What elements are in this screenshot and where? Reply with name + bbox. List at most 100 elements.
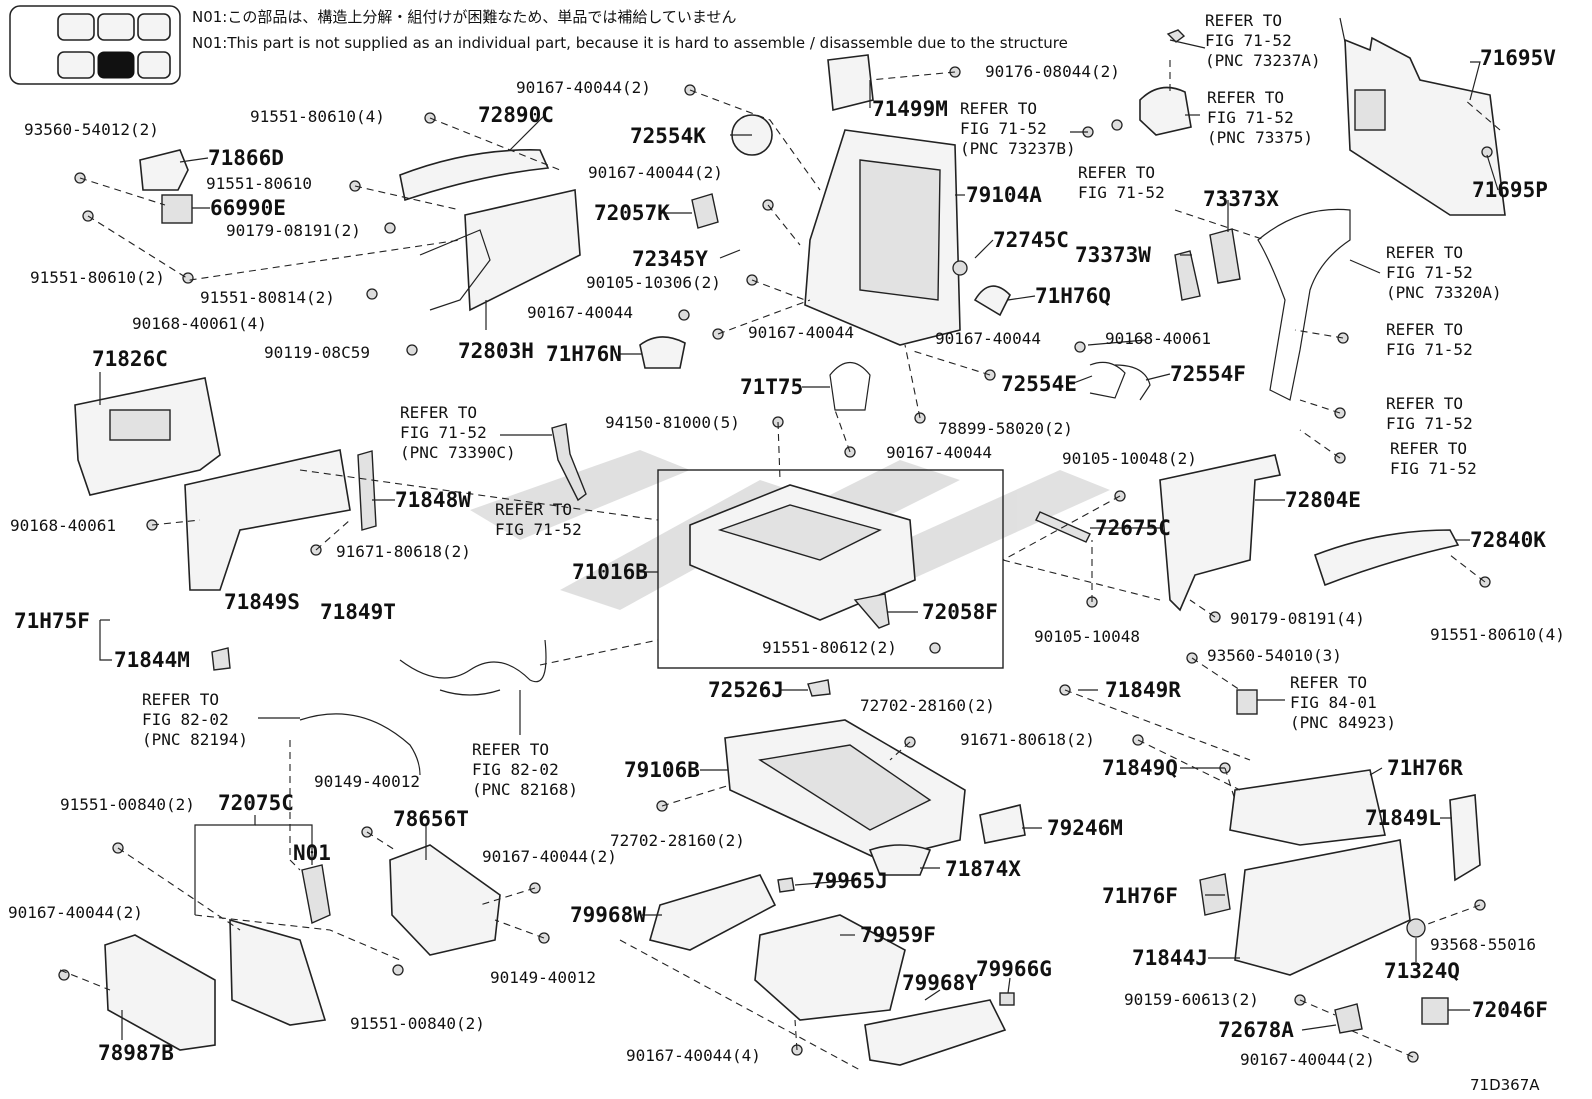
label-72675C[interactable]: 72675C [1095,516,1171,540]
cover-71H76Q[interactable] [973,285,1011,317]
fastener-label[interactable]: 90167-40044(2) [1240,1050,1375,1069]
clip-71T75[interactable] [829,361,871,411]
label-72046F[interactable]: 72046F [1472,998,1548,1022]
part-N01[interactable] [301,864,331,924]
label-71848W[interactable]: 71848W [395,488,471,512]
bracket-72057K[interactable] [691,193,719,229]
label-79104A[interactable]: 79104A [966,183,1042,207]
armrest-frame-72804E[interactable] [1159,454,1281,612]
fastener-label[interactable]: 91671-80618(2) [336,542,471,561]
guide-71499M[interactable] [827,54,874,112]
label-71849Q[interactable]: 71849Q [1102,756,1178,780]
label-71874X[interactable]: 71874X [945,857,1021,881]
trim-71844J[interactable] [1234,839,1411,976]
trim-71849L[interactable] [1449,794,1481,882]
fastener-label[interactable]: 90105-10048(2) [1062,449,1197,468]
trim-78987B[interactable] [104,934,216,1051]
fastener-label[interactable]: 90167-40044(4) [626,1046,761,1065]
fastener-label[interactable]: 78899-58020(2) [938,419,1073,438]
cover-72554E[interactable] [1089,361,1126,399]
fastener-label[interactable]: 91551-80610 [206,174,312,193]
label-71849L[interactable]: 71849L [1365,806,1441,830]
fastener-label[interactable]: 93560-54010(3) [1207,646,1342,665]
fastener-label[interactable]: 91551-00840(2) [350,1014,485,1033]
label-73373X[interactable]: 73373X [1203,187,1279,211]
armrest-72890C[interactable] [399,149,550,202]
label-71844J[interactable]: 71844J [1132,946,1208,970]
clip-71844M[interactable] [211,647,231,671]
label-N01[interactable]: N01 [293,841,331,865]
label-71H75F[interactable]: 71H75F [14,609,90,633]
cap-71324Q[interactable] [1406,918,1426,938]
trim-71H76R[interactable] [1229,769,1386,846]
fastener-label[interactable]: 90159-60613(2) [1124,990,1259,1009]
fastener-label[interactable]: 72702-28160(2) [860,696,995,715]
label-71826C[interactable]: 71826C [92,347,168,371]
label-72345Y[interactable]: 72345Y [632,247,708,271]
label-78987B[interactable]: 78987B [98,1041,174,1065]
box-66990E[interactable] [161,194,193,224]
label-71695P[interactable]: 71695P [1472,178,1548,202]
fastener-label[interactable]: 90176-08044(2) [985,62,1120,81]
label-72678A[interactable]: 72678A [1218,1018,1294,1042]
label-79965J[interactable]: 79965J [812,869,888,893]
cover-71866D[interactable] [139,149,189,191]
fastener-label[interactable]: 90105-10306(2) [586,273,721,292]
panel-71695V[interactable] [1344,36,1506,216]
fastener-label[interactable]: 90168-40061(4) [132,314,267,333]
ref-84923[interactable]: REFER TO FIG 84-01 (PNC 84923) [1290,673,1396,732]
label-72058F[interactable]: 72058F [922,600,998,624]
fastener-label[interactable]: 90167-40044(2) [482,847,617,866]
label-78656T[interactable]: 78656T [393,807,469,831]
ref-71-52-d[interactable]: REFER TO FIG 71-52 [1390,439,1477,478]
ref-71-52-c[interactable]: REFER TO FIG 71-52 [1386,394,1473,433]
ref-73237A[interactable]: REFER TO FIG 71-52 (PNC 73237A) [1205,11,1321,70]
clip-72678A[interactable] [1334,1003,1363,1034]
cover-72554F[interactable] [1114,364,1151,401]
cover-71H76N[interactable] [639,336,686,369]
label-71866D[interactable]: 71866D [208,146,284,170]
fastener-label[interactable]: 90119-08C59 [264,343,370,362]
fastener-label[interactable]: 91551-80814(2) [200,288,335,307]
label-79106B[interactable]: 79106B [624,758,700,782]
label-71844M[interactable]: 71844M [114,648,190,672]
label-72745C[interactable]: 72745C [993,228,1069,252]
lower-trim-71H75F[interactable] [184,449,351,591]
label-66990E[interactable]: 66990E [210,196,286,220]
armrest-frame-72803H[interactable] [464,189,581,312]
label-79968Y[interactable]: 79968Y [902,971,978,995]
fastener-label[interactable]: 90179-08191(4) [1230,609,1365,628]
cover-78656T[interactable] [389,844,501,956]
fastener-label[interactable]: 90168-40061 [10,516,116,535]
label-79246M[interactable]: 79246M [1047,816,1123,840]
label-72890C[interactable]: 72890C [478,103,554,127]
fastener-label[interactable]: 91551-80612(2) [762,638,897,657]
bracket-73373X[interactable] [1209,228,1241,284]
ref-73375[interactable]: REFER TO FIG 71-52 (PNC 73375) [1207,88,1313,147]
fastener-label[interactable]: 93568-55016 [1430,935,1536,954]
fastener-label[interactable]: 90105-10048 [1034,627,1140,646]
cover-72046F[interactable] [1421,997,1449,1025]
label-71499M[interactable]: 71499M [872,97,948,121]
fastener-label[interactable]: 72702-28160(2) [610,831,745,850]
fastener-label[interactable]: 93560-54012(2) [24,120,159,139]
label-72554E[interactable]: 72554E [1001,372,1077,396]
bracket-72058F[interactable] [853,593,890,629]
label-72803H[interactable]: 72803H [458,339,534,363]
cover-71874X[interactable] [868,844,932,876]
label-71695V[interactable]: 71695V [1480,46,1556,70]
ref-73237B[interactable]: REFER TO FIG 71-52 (PNC 73237B) [960,99,1076,158]
ref-73390C[interactable]: REFER TO FIG 71-52 (PNC 73390C) [400,403,516,462]
label-71H76Q[interactable]: 71H76Q [1035,284,1111,308]
label-72526J[interactable]: 72526J [708,678,784,702]
fastener-label[interactable]: 90167-40044(2) [8,903,143,922]
label-71H76N[interactable]: 71H76N [546,342,622,366]
fastener-label[interactable]: 91671-80618(2) [960,730,1095,749]
label-71324Q[interactable]: 71324Q [1384,959,1460,983]
label-71849R[interactable]: 71849R [1105,678,1181,702]
label-71T75[interactable]: 71T75 [740,375,803,399]
ref-73320A[interactable]: REFER TO FIG 71-52 (PNC 73320A) [1386,243,1502,302]
label-72804E[interactable]: 72804E [1285,488,1361,512]
label-79959F[interactable]: 79959F [860,923,936,947]
fastener-label[interactable]: 90179-08191(2) [226,221,361,240]
